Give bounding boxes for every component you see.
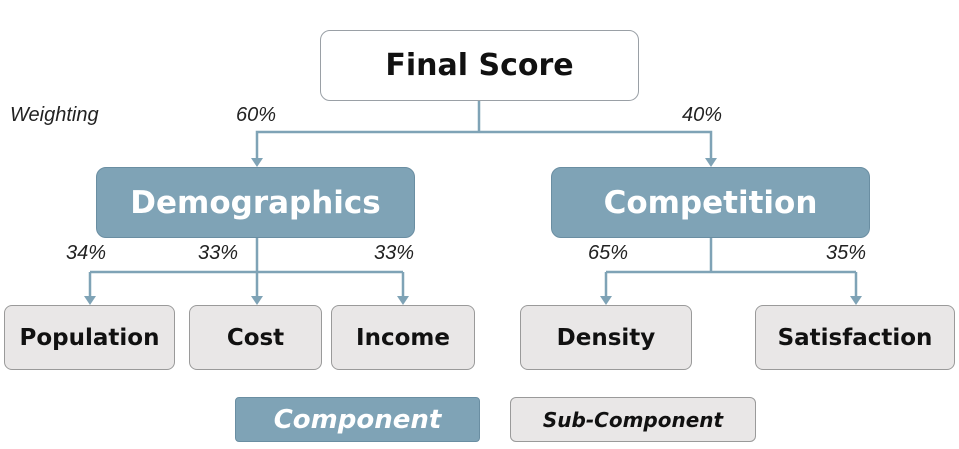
legend-sub-component-label: Sub-Component — [542, 407, 724, 432]
population-node: Population — [4, 305, 175, 370]
arrowhead — [251, 296, 263, 305]
satisfaction-label: Satisfaction — [777, 324, 933, 351]
final-score-label: Final Score — [385, 48, 574, 83]
connector-demographics — [88, 238, 405, 298]
legend-sub-component: Sub-Component — [510, 397, 756, 442]
density-node: Density — [520, 305, 692, 370]
cost-node: Cost — [189, 305, 322, 370]
population-label: Population — [19, 324, 160, 351]
income-label: Income — [356, 324, 450, 351]
weight-population: 34% — [66, 242, 107, 264]
competition-label: Competition — [603, 184, 818, 221]
weight-cost: 33% — [198, 242, 239, 264]
connector-root — [255, 100, 713, 160]
weight-density: 65% — [588, 242, 629, 264]
arrowhead — [397, 296, 409, 305]
weight-income: 33% — [374, 242, 415, 264]
legend-component: Component — [235, 397, 480, 442]
weight-satisfaction: 35% — [826, 242, 867, 264]
arrowhead — [251, 158, 263, 167]
income-node: Income — [331, 305, 475, 370]
arrowhead — [850, 296, 862, 305]
demographics-label: Demographics — [130, 184, 381, 221]
connector-competition — [604, 238, 858, 298]
arrowhead — [84, 296, 96, 305]
final-score-node: Final Score — [320, 30, 639, 101]
density-label: Density — [556, 324, 656, 351]
competition-node: Competition — [551, 167, 870, 238]
weight-competition: 40% — [682, 104, 723, 126]
satisfaction-node: Satisfaction — [755, 305, 955, 370]
arrowhead — [705, 158, 717, 167]
demographics-node: Demographics — [96, 167, 415, 238]
legend-component-label: Component — [273, 404, 442, 435]
arrowhead — [600, 296, 612, 305]
cost-label: Cost — [226, 324, 285, 351]
weighting-label: Weighting — [10, 104, 99, 126]
weight-demographics: 60% — [236, 104, 277, 126]
